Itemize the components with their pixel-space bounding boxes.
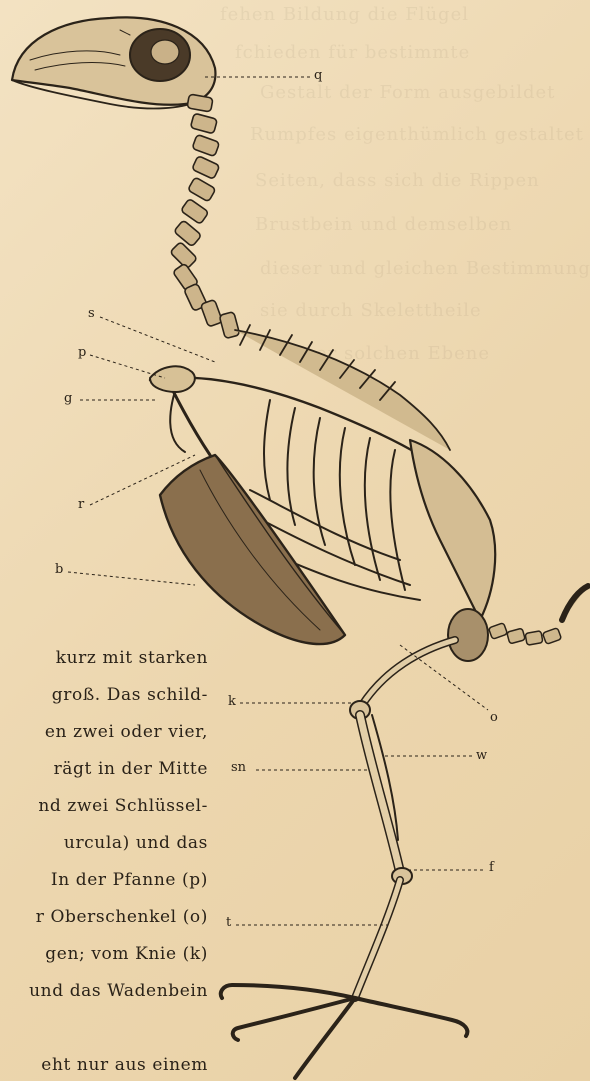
body-text-line: gen; vom Knie (k) bbox=[45, 944, 208, 964]
figure-label-p: p bbox=[78, 345, 86, 360]
skull bbox=[12, 17, 215, 108]
body-text-line: urcula) und das bbox=[64, 833, 208, 853]
shoulder-head bbox=[150, 366, 195, 392]
body-text-line: nd zwei Schlüssel- bbox=[38, 796, 208, 816]
figure-label-f: f bbox=[489, 860, 494, 875]
pelvis bbox=[410, 440, 495, 620]
body-text-line: groß. Das schild- bbox=[52, 685, 208, 705]
leader-line-p bbox=[90, 355, 165, 378]
figure-label-w: w bbox=[476, 748, 487, 763]
figure-label-s: s bbox=[88, 306, 95, 321]
figure-label-q: q bbox=[314, 68, 322, 83]
figure-label-r: r bbox=[78, 497, 84, 512]
body-text-line: eht nur aus einem bbox=[41, 1055, 208, 1075]
leader-line-b bbox=[68, 572, 195, 585]
femur bbox=[362, 640, 455, 705]
figure-label-sn: sn bbox=[231, 760, 246, 775]
neck-vertebrae bbox=[170, 94, 240, 339]
spine bbox=[235, 325, 450, 450]
leader-line-s bbox=[100, 317, 215, 362]
figure-label-t: t bbox=[226, 915, 231, 930]
body-text-line: kurz mit starken bbox=[56, 648, 208, 668]
body-text-line: r Oberschenkel (o) bbox=[36, 907, 208, 927]
figure-label-k: k bbox=[228, 694, 236, 709]
figure-label-b: b bbox=[55, 562, 63, 577]
body-text-line: In der Pfanne (p) bbox=[51, 870, 208, 890]
body-text-line: und das Wadenbein bbox=[29, 981, 208, 1001]
figure-label-o: o bbox=[490, 710, 498, 725]
body-text-line: rägt in der Mitte bbox=[54, 759, 208, 779]
figure-label-g: g bbox=[64, 391, 72, 406]
body-text-line: en zwei oder vier, bbox=[45, 722, 208, 742]
foot bbox=[221, 985, 468, 1078]
tail-vertebrae bbox=[488, 586, 588, 645]
sternum bbox=[160, 455, 345, 644]
